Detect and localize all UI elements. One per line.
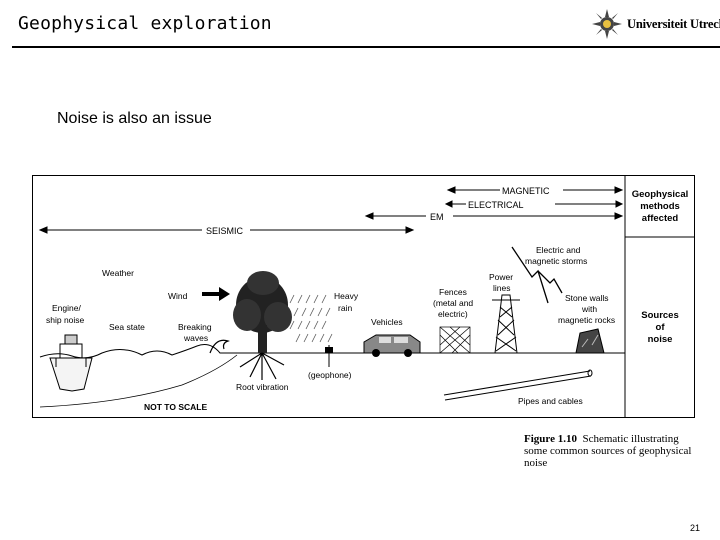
label-storms-line1: Electric and: [536, 245, 581, 255]
label-wind: Wind: [168, 291, 188, 301]
figure-caption: Figure 1.10 Schematic illustrating some …: [524, 433, 704, 469]
pipe-icon: [443, 369, 593, 401]
label-power-lines-line1: Power: [489, 272, 513, 282]
wind-arrow-icon: [202, 287, 230, 301]
label-breaking-waves-line1: Breaking: [178, 322, 212, 332]
label-storms-line2: magnetic storms: [525, 256, 587, 266]
methods-affected-line3: affected: [642, 213, 679, 224]
label-fences-line2: (metal and: [433, 298, 473, 308]
sources-noise-line1: Sources: [641, 310, 679, 321]
method-magnetic: MAGNETIC: [502, 186, 550, 196]
label-fences-line3: electric): [438, 309, 468, 319]
page-number: 21: [690, 523, 701, 533]
methods-affected-line1: Geophysical: [632, 189, 689, 200]
label-weather: Weather: [102, 268, 134, 278]
label-pipes: Pipes and cables: [518, 396, 583, 406]
sources-noise-line2: of: [656, 322, 666, 333]
label-stone-walls-line2: with: [581, 304, 597, 314]
label-vehicles: Vehicles: [371, 317, 403, 327]
label-engine-line1: Engine/: [52, 303, 81, 313]
lightning-icon: [511, 246, 563, 304]
stone-wall-icon: [575, 328, 605, 354]
label-breaking-waves-line2: waves: [183, 333, 208, 343]
sources-noise-line3: noise: [648, 334, 673, 345]
university-name: Universiteit Utrecht: [627, 17, 720, 31]
header-title: Geophysical exploration: [18, 13, 272, 34]
label-stone-walls-line1: Stone walls: [565, 293, 608, 303]
seabed: [39, 354, 238, 408]
header-divider: [12, 46, 720, 48]
label-stone-walls-line3: magnetic rocks: [558, 315, 615, 325]
vehicle-icon: [363, 334, 421, 357]
tree-icon: [233, 271, 292, 380]
university-logo: Universiteit Utrecht: [591, 8, 720, 40]
noise-sources-figure: MAGNETIC ELECTRICAL EM SEISMIC Geophysic…: [32, 175, 695, 418]
methods-affected-line2: methods: [640, 201, 680, 212]
label-sea-state: Sea state: [109, 322, 145, 332]
label-engine-line2: ship noise: [46, 315, 85, 325]
method-em: EM: [430, 212, 444, 222]
label-fences-line1: Fences: [439, 287, 467, 297]
rain-icon: [289, 294, 333, 343]
method-electrical: ELECTRICAL: [468, 200, 524, 210]
ship-icon: [49, 334, 93, 392]
caption-text: Schematic illustrating some common sourc…: [524, 433, 692, 469]
label-power-lines-line2: lines: [493, 283, 510, 293]
method-seismic: SEISMIC: [206, 226, 244, 236]
label-heavy-rain-line2: rain: [338, 303, 352, 313]
sea-surface: [39, 344, 234, 359]
figure-frame: [32, 175, 695, 418]
label-root-vibration: Root vibration: [236, 382, 289, 392]
slide-subtitle: Noise is also an issue: [57, 110, 212, 127]
caption-figure-label: Figure 1.10: [524, 433, 577, 445]
label-heavy-rain-line1: Heavy: [334, 291, 359, 301]
breaking-wave-icon: [209, 339, 230, 354]
label-not-to-scale: NOT TO SCALE: [144, 402, 207, 412]
fence-icon: [439, 326, 471, 354]
geophone-icon: [325, 345, 333, 367]
power-pylon-icon: [492, 294, 520, 354]
label-geophone: (geophone): [308, 370, 352, 380]
sun-seal-icon: [592, 9, 622, 39]
